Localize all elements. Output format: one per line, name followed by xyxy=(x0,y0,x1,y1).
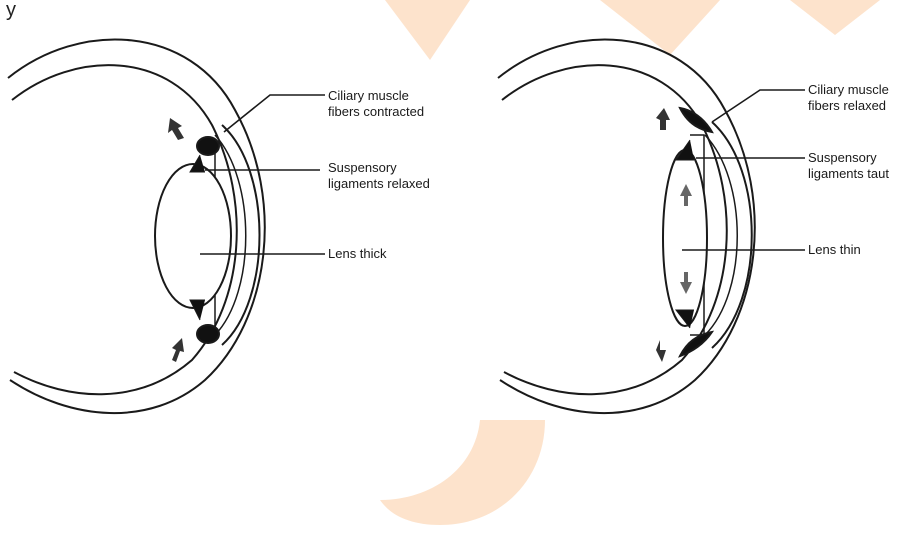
left-ligament-bottom xyxy=(190,300,205,320)
left-label-muscle-2: fibers contracted xyxy=(328,104,424,119)
right-label-ligament-1: Suspensory xyxy=(808,150,877,165)
right-leader-muscle xyxy=(712,90,805,122)
right-label-muscle-1: Ciliary muscle xyxy=(808,82,889,97)
left-label-lens: Lens thick xyxy=(328,246,387,261)
left-ciliary-muscle-bottom xyxy=(197,325,219,343)
right-arrow-bottom-icon xyxy=(656,340,666,362)
left-label-ligament-2: ligaments relaxed xyxy=(328,176,430,191)
right-eye-diagram xyxy=(498,39,755,413)
right-ciliary-muscle-top xyxy=(680,108,712,132)
right-cornea xyxy=(712,122,752,348)
right-label-lens: Lens thin xyxy=(808,242,861,257)
right-cornea-inner xyxy=(705,135,737,335)
left-leader-muscle xyxy=(224,95,325,132)
left-arrow-top-icon xyxy=(168,118,184,140)
left-label-ligament-1: Suspensory xyxy=(328,160,397,175)
right-ligament-top xyxy=(676,140,694,160)
left-lens-thick xyxy=(155,164,231,308)
left-ciliary-muscle-top xyxy=(197,137,219,155)
watermark xyxy=(380,0,880,525)
left-arrow-bottom-icon xyxy=(172,338,184,362)
left-eye-diagram xyxy=(8,39,265,413)
top-text-fragment: y xyxy=(6,0,16,21)
right-arrow-top-icon xyxy=(656,108,670,130)
right-label-muscle-2: fibers relaxed xyxy=(808,98,886,113)
left-label-muscle-1: Ciliary muscle xyxy=(328,88,409,103)
right-label-ligament-2: ligaments taut xyxy=(808,166,889,181)
right-lens-thin xyxy=(663,150,707,326)
right-sclera-outer xyxy=(498,39,755,413)
